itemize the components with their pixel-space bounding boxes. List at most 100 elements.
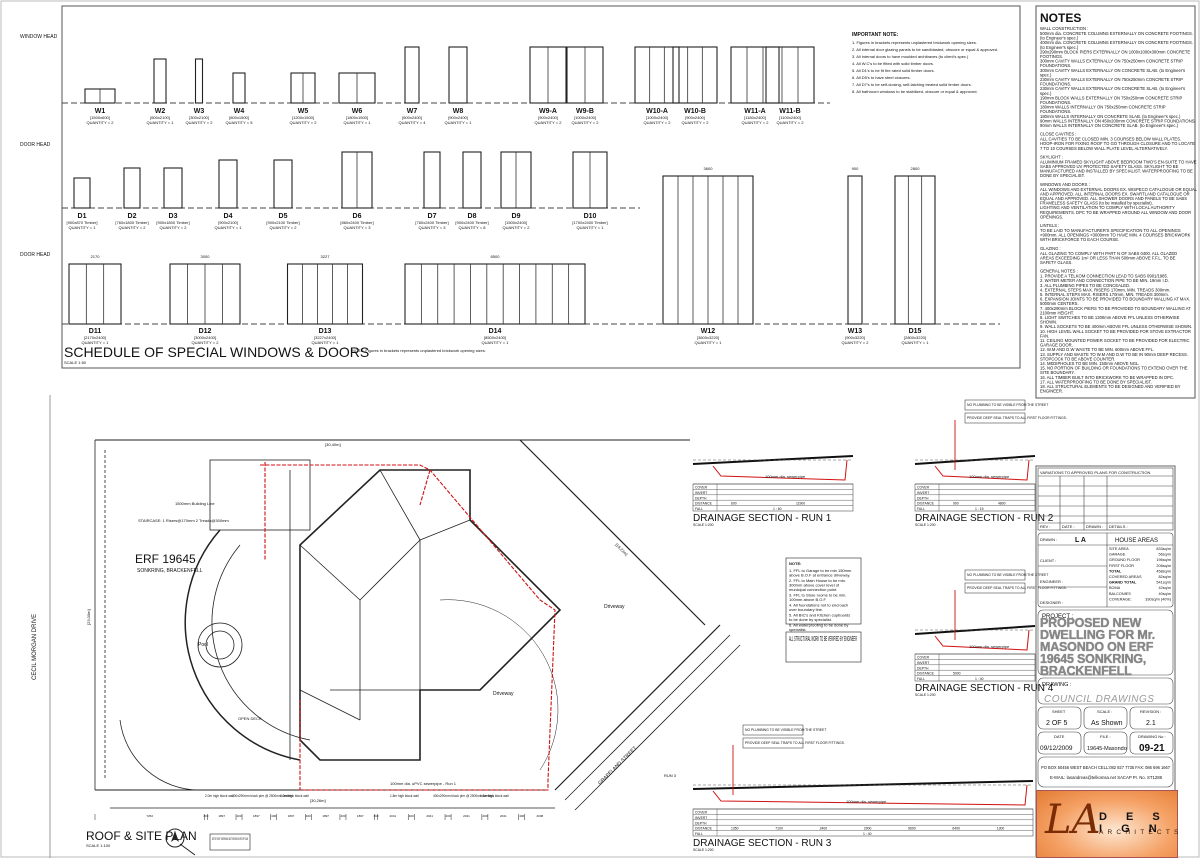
notes-line-part: SITE BOUNDARY. <box>1040 370 1075 375</box>
table-row-label: DISTANCE <box>695 827 713 831</box>
notes-section-heading: GENERAL NOTES : <box>1040 269 1078 274</box>
notes-line-part: REQUIREMENTS. DPC TO BE WRAPPED AROUND A… <box>1040 210 1191 215</box>
fall-value: 1 : 15 <box>975 507 984 511</box>
notes-line: 10. HIGH LEVEL WALL SOCKET TO BE PROVIDE… <box>1040 329 1191 339</box>
open-deck-label: OPEN DECK <box>238 716 262 721</box>
door-d9-quantity: QUANTITY = 2 <box>503 225 531 230</box>
logo-mark: LA <box>1045 797 1101 843</box>
window-w6-id: W6 <box>352 108 363 115</box>
revision-value: 2.1 <box>1146 720 1156 727</box>
notes-line-part: 18. ALL STRUCTURAL ELEMENTS TO BE DESIGN… <box>1040 384 1181 389</box>
window-w11-a-frame <box>730 46 780 104</box>
notes-line-part: AND APPROVED. ALL INTERNAL DOORS EX. SWA… <box>1040 191 1190 196</box>
dimension-label: 2170 <box>91 254 101 259</box>
notes-line: 17. ALL WATERPROOFING TO BE DONE BY SPEC… <box>1040 379 1152 384</box>
notes-section-heading: SKYLIGHT : <box>1040 154 1063 159</box>
drainage-section-run: 100mm dia. sewerpipeCOVERINVERTDEPTHDIST… <box>914 399 1067 527</box>
distance-value: 2900 <box>864 827 872 831</box>
drawing-no-label: DRAWING No : <box>1138 734 1166 739</box>
window-w9-b-quantity: QUANTITY = 2 <box>572 120 600 125</box>
window-w11-a-size: [1180x2400] <box>744 115 766 120</box>
notes-line: 15. NO PORTION OF BUILDING OR FOUNDATION… <box>1040 366 1188 376</box>
project-label: PROJECT : <box>1042 614 1074 620</box>
notes-section-heading: LINTELS : <box>1040 223 1059 228</box>
notes-line-part: 5000mm CENTERS. <box>1040 301 1079 306</box>
door-d10-id: D10 <box>584 213 597 220</box>
notes-line-part: 290x290mm BLOCK PIERS EXTERNALLY ON 1000… <box>1040 49 1190 54</box>
window-w3-id: W3 <box>194 108 205 115</box>
area-name: GROUND FLOOR <box>1109 558 1140 562</box>
notes-line: ALL GLAZING TO COMPLY WITH PART N OF SAB… <box>1040 251 1177 265</box>
notes-line-part: 2. WATER METER AND CONNECTION PIPE TO BE… <box>1040 278 1169 283</box>
notes-line: 190mm BLOCK WALLS EXTERNALLY ON 750x250m… <box>1040 95 1183 105</box>
table-row-label: COVER <box>917 486 930 490</box>
window-w5-size: [1200x1500] <box>292 115 314 120</box>
opening-d12-size: [3000x2400] <box>194 335 216 340</box>
area-value: 330sq/m (40%) <box>1145 597 1171 601</box>
area-name: COVERED AREAS <box>1109 575 1142 579</box>
distance-value: 6400 <box>952 827 960 831</box>
window-w2-size: [600x2100] <box>150 115 170 120</box>
notes-line-part: TO BE LAID TO MANUFACTURER'S SPECIFICATI… <box>1040 228 1181 233</box>
sheet-label: SHEET <box>1052 709 1066 714</box>
notes-line-part: 2100mm HEIGHT. <box>1040 310 1074 315</box>
dimension-value: 1897 <box>288 814 295 818</box>
window-w7-size: [600x2400] <box>402 115 422 120</box>
dimension-value: 2041 <box>500 814 507 818</box>
notes-line-part: HOOP-IRON FOR FIXING ROOF TO GO THROUGH … <box>1040 141 1195 146</box>
notes-line-part: 17. ALL WATERPROOFING TO BE DONE BY SPEC… <box>1040 379 1152 384</box>
area-value: 206sq/m <box>1156 564 1171 568</box>
drainage-section-run: 100mm dia. sewerpipeCOVERINVERTDEPTHDIST… <box>692 455 854 527</box>
dimension-label: 3600 <box>704 166 714 171</box>
distance-value: 9600 <box>908 827 916 831</box>
file-label: FILE : <box>1100 734 1111 739</box>
notes-line-part: ALUMINIUM FRAMED SKYLIGHT ABOVE BEDROOM … <box>1040 159 1197 164</box>
plan-scale: SCALE 1:100 <box>86 843 111 848</box>
window-w7-frame <box>404 46 420 104</box>
window-w9-b-size: [1000x2400] <box>574 115 596 120</box>
door-d6-size: [860x2400 Timber] <box>340 220 373 225</box>
area-name: GRAND TOTAL <box>1109 581 1137 585</box>
plumbing-note: NO PLUMBING TO BE VISIBLE FROM THE STREE… <box>745 728 826 732</box>
var-col-date: DATE : <box>1062 524 1075 529</box>
notes-line-part: 11. CEILING MOUNTED POWER SOCKET TO BE P… <box>1040 338 1190 343</box>
pipe-line <box>934 629 1030 651</box>
door-d2-size: [760x1800 Timber] <box>115 220 148 225</box>
drawing-box <box>1037 677 1174 705</box>
drainage-title: DRAINAGE SECTION - RUN 4 <box>915 683 1054 694</box>
dimension-value: 400 <box>306 814 311 818</box>
traps-note: PROVIDE DEEP SEAL TRAPS TO ALL FIRST FLO… <box>967 586 1067 590</box>
pipe-line <box>934 459 1030 481</box>
table-row-label: INVERT <box>695 816 707 820</box>
north-arrow-icon <box>165 828 196 856</box>
notes-line-part: 4. EXTERNAL STEPS MAX. RISERS 170mm, MIN… <box>1040 287 1170 292</box>
pipe-label: 100mm dia. sewerpipe <box>765 474 806 479</box>
site-plan-labels: ERF 19645 SONKRING, BRACKENFELL CECIL MO… <box>32 442 677 856</box>
notes-line-part: FOUNDATIONS. <box>1040 109 1071 114</box>
opening-w13-id: W13 <box>848 328 863 335</box>
notes-line: ALUMINIUM FRAMED SKYLIGHT ABOVE BEDROOM … <box>1040 159 1197 178</box>
dimension-label: 2800 <box>911 166 921 171</box>
opening-d13-frame <box>286 263 364 325</box>
table-row-label: INVERT <box>917 661 929 665</box>
door-d10-quantity: QUANTITY = 1 <box>577 225 605 230</box>
window-w1-id: W1 <box>95 108 106 115</box>
date-label: DATE <box>1054 734 1065 739</box>
dimension-value: 2041 <box>426 814 433 818</box>
notes-line-part: 5. INTERNAL STEPS MAX. RISERS 170mm, MIN… <box>1040 292 1169 297</box>
window-w3-size: [300x2100] <box>189 115 209 120</box>
window-w7-quantity: QUANTITY = 4 <box>399 120 427 125</box>
notes-line-part: 15. NO PORTION OF BUILDING OR FOUNDATION… <box>1040 366 1188 371</box>
window-w1-quantity: QUANTITY = 2 <box>87 120 115 125</box>
notes-line: 13. SUPPLY AND WASTE TO W.M AND D.W TO B… <box>1040 352 1188 362</box>
door-d7-id: D7 <box>428 213 437 220</box>
window-w5-id: W5 <box>298 108 309 115</box>
window-w10-a-quantity: QUANTITY = 2 <box>644 120 672 125</box>
pipe-label: 100mm dia. sewerpipe <box>846 799 887 804</box>
pipe-label: 100mm dia. sewerpipe <box>969 474 1010 479</box>
notes-line-part: AREAS EXCEEDING 1m² OR LESS THAN 500mm A… <box>1040 255 1176 260</box>
